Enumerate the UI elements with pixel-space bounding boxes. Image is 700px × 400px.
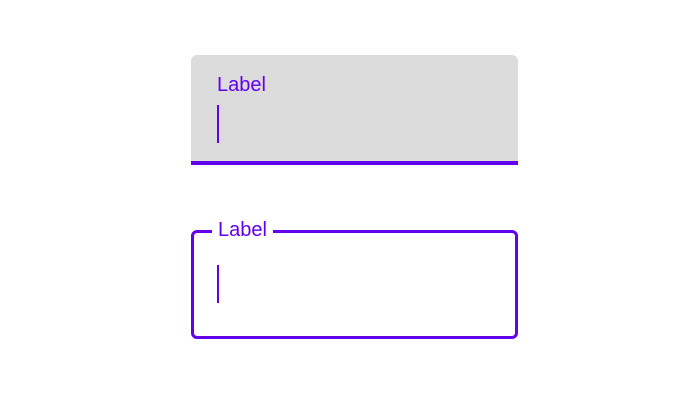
filled-text-field-cursor	[217, 105, 219, 143]
filled-text-field-active-indicator	[191, 161, 518, 165]
filled-text-field[interactable]: Label	[191, 55, 518, 165]
outlined-text-field-cursor	[217, 265, 219, 303]
filled-text-field-label: Label	[217, 74, 266, 96]
outlined-text-field-label: Label	[212, 218, 273, 242]
outlined-text-field[interactable]: Label	[191, 218, 518, 339]
